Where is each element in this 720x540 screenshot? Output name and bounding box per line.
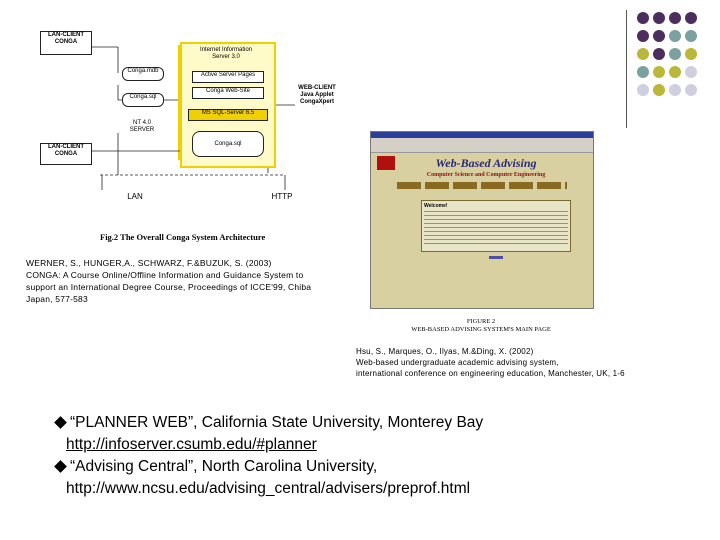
decorative-dot <box>653 48 665 60</box>
figure2-caption: FIGURE 2 WEB-BASED ADVISING SYSTEM'S MAI… <box>370 318 592 334</box>
resource-bullets: “PLANNER WEB”, California State Universi… <box>54 412 483 500</box>
reference-werner-line2: CONGA: A Course Online/Offline Informati… <box>26 270 304 280</box>
screenshot-content-panel: Welcome! <box>421 200 571 252</box>
screenshot-banner: Web-Based Advising <box>435 156 537 170</box>
decorative-dot <box>685 66 697 78</box>
decorative-dot <box>653 66 665 78</box>
reference-werner: WERNER, S., HUNGER,A., SCHWARZ, F.&BUZUK… <box>26 257 311 305</box>
web-client-label: WEB-CLIENT Java Applet CongaXpert <box>298 85 336 105</box>
decorative-dot <box>685 84 697 96</box>
reference-werner-line1: WERNER, S., HUNGER,A., SCHWARZ, F.&BUZUK… <box>26 258 272 268</box>
screenshot-text-lines <box>424 211 568 247</box>
mssql-box: MS SQL-Server 6.5 <box>188 109 268 121</box>
iis-label: Internet Information Server 3.0 <box>199 47 253 60</box>
reference-hsu: Hsu, S., Marques, O., Ilyas, M.&Ding, X.… <box>356 346 625 379</box>
decorative-dot <box>637 48 649 60</box>
decorative-dot <box>669 12 681 24</box>
diamond-bullet-icon <box>54 460 67 473</box>
decorative-dot <box>669 66 681 78</box>
architecture-diagram: LAN-CLIENT CONGA Conga.mdb Conga.sql NT … <box>30 25 365 245</box>
decorative-divider <box>626 10 627 128</box>
decorative-dot <box>653 84 665 96</box>
decorative-dot <box>637 30 649 42</box>
website-box: Conga Web-Site <box>192 87 264 99</box>
decorative-dot <box>685 48 697 60</box>
screenshot-toolbar <box>371 138 593 153</box>
lan-label: LAN <box>127 192 143 201</box>
advising-central-url[interactable]: http://www.ncsu.edu/advising_central/adv… <box>66 480 471 497</box>
decorative-dot <box>637 12 649 24</box>
screenshot-logo <box>377 156 395 170</box>
diagram-caption: Fig.2 The Overall Conga System Architect… <box>100 232 266 242</box>
decorative-dot <box>669 48 681 60</box>
diamond-bullet-icon <box>54 416 67 429</box>
reference-werner-line4: Japan, 577-583 <box>26 294 88 304</box>
decorative-dot <box>685 12 697 24</box>
bullet-advising-text: “Advising Central”, North Carolina Unive… <box>70 458 378 475</box>
screenshot-nav <box>397 182 567 189</box>
decorative-dot <box>669 84 681 96</box>
conga-sql-small-box: Conga.sql <box>122 93 164 107</box>
conga-sql-big-box: Conga.sql <box>192 131 264 157</box>
decorative-dot <box>685 30 697 42</box>
bullet-planner-web: “PLANNER WEB”, California State Universi… <box>52 412 483 434</box>
screenshot-welcome: Welcome! <box>424 203 448 209</box>
nt-server-label: NT 4.0 SERVER <box>129 120 155 133</box>
screenshot-titlebar <box>371 132 593 138</box>
reference-hsu-line1: Hsu, S., Marques, O., Ilyas, M.&Ding, X.… <box>356 347 534 356</box>
lan-client-top-box: LAN-CLIENT CONGA <box>40 31 92 55</box>
http-label: HTTP <box>271 192 293 201</box>
conga-mdb-box: Conga.mdb <box>122 67 164 81</box>
decorative-dot <box>653 12 665 24</box>
screenshot-subtitle: Computer Science and Computer Engineerin… <box>426 172 546 178</box>
bullet-advising-central: “Advising Central”, North Carolina Unive… <box>52 456 483 478</box>
figure2-caption-line2: WEB-BASED ADVISING SYSTEM'S MAIN PAGE <box>411 326 551 333</box>
screenshot-footer-link <box>489 256 503 259</box>
asp-box: Active Server Pages <box>192 71 264 83</box>
advising-screenshot: Web-Based Advising Computer Science and … <box>370 131 594 309</box>
planner-web-link[interactable]: http://infoserver.csumb.edu/#planner <box>66 436 317 453</box>
figure2-caption-line1: FIGURE 2 <box>466 318 496 325</box>
decorative-dot <box>653 30 665 42</box>
decorative-dot <box>637 84 649 96</box>
reference-hsu-line3: international conference on engineering … <box>356 369 625 378</box>
decorative-dot <box>637 66 649 78</box>
reference-werner-line3: support an International Degree Course, … <box>26 282 312 292</box>
lan-client-bottom-box: LAN-CLIENT CONGA <box>40 143 92 165</box>
decorative-dot <box>669 30 681 42</box>
bullet-planner-text: “PLANNER WEB”, California State Universi… <box>70 414 484 431</box>
reference-hsu-line2: Web-based undergraduate academic advisin… <box>356 358 559 367</box>
